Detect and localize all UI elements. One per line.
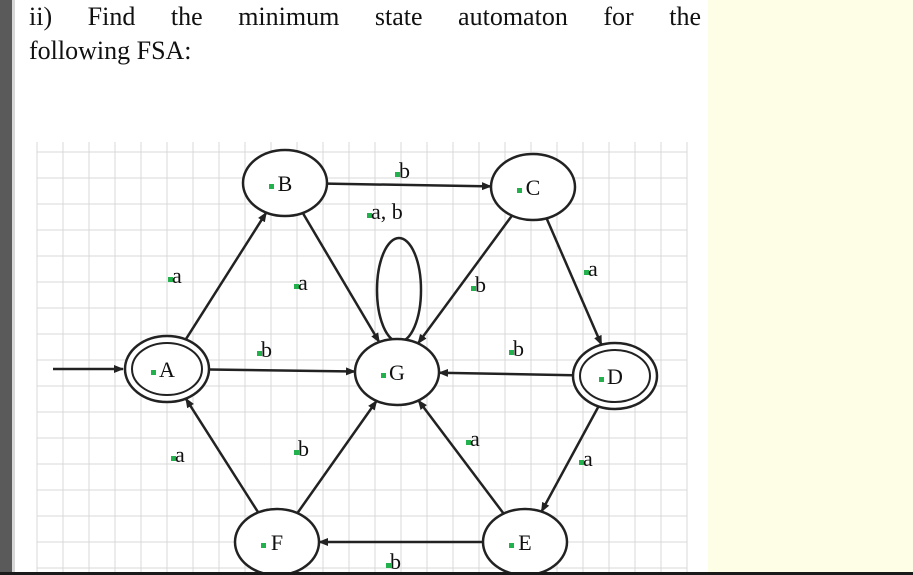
state-label-marker: [261, 543, 266, 548]
state-label-marker: [509, 543, 514, 548]
state-label: G: [389, 360, 405, 385]
edge-label-f-g: b: [298, 436, 309, 461]
edge-label-marker: [466, 440, 471, 445]
edge-label-b-g: a: [298, 270, 308, 295]
fsa-diagram: A B C D E F G a b b a a b b a b a a b a, b: [36, 142, 688, 572]
window-left-bar-edge: [12, 0, 15, 575]
edge-label-marker: [294, 284, 299, 289]
edge-label-marker: [579, 460, 584, 465]
question-line-2: following FSA:: [29, 36, 192, 65]
edge-c-g: [416, 214, 514, 345]
document-page: ii) Find the minimum state automaton for…: [15, 0, 708, 572]
edge-label-d-g: b: [513, 336, 524, 361]
state-label-marker: [269, 184, 274, 189]
accepting-ring: [131, 342, 203, 396]
state-label-marker: [517, 188, 522, 193]
edge-label-marker: [367, 213, 372, 218]
edge-label-marker: [257, 351, 262, 356]
state-b: B: [241, 148, 329, 218]
edge-label-e-f: b: [390, 549, 401, 572]
edge-label-marker: [509, 350, 514, 355]
state-circle: [233, 507, 321, 572]
edge-label-marker: [294, 450, 299, 455]
edge-label-marker: [471, 286, 476, 291]
edge-label-marker: [584, 270, 589, 275]
state-label: A: [159, 357, 175, 382]
edge-a-g: [208, 367, 357, 376]
state-a: A: [123, 334, 211, 404]
state-label-marker: [381, 373, 386, 378]
edge-label-e-g: a: [470, 426, 480, 451]
state-circle: [123, 334, 211, 404]
edge-label-marker: [168, 277, 173, 282]
edge-label-a-b: a: [172, 263, 182, 288]
edge-label-marker: [395, 172, 400, 177]
edge-label-d-e: a: [583, 446, 593, 471]
state-label: D: [607, 364, 623, 389]
edge-f-a: [184, 397, 260, 514]
accepting-ring: [579, 349, 651, 403]
edge-label-a-g: b: [261, 337, 272, 362]
state-nodes: A B C D E F G: [123, 148, 659, 572]
state-e: E: [481, 507, 569, 572]
state-d: D: [571, 341, 659, 411]
state-circle: [481, 507, 569, 572]
edge-label-c-d: a: [588, 256, 598, 281]
edge-f-g: [296, 400, 378, 514]
state-circle: [241, 148, 329, 218]
edge-label-marker: [171, 456, 176, 461]
edge-c-d: [545, 217, 603, 346]
edge-b-c: [326, 182, 493, 191]
edge-label-b-c: b: [399, 158, 410, 183]
question-text: ii) Find the minimum state automaton for…: [29, 0, 701, 68]
edge-e-g: [417, 399, 505, 515]
state-label: C: [526, 175, 541, 200]
state-f: F: [233, 507, 321, 572]
transition-labels: a b b a a b b a b a a b a, b: [168, 158, 598, 572]
side-panel: [708, 0, 913, 572]
edge-b-g: [301, 212, 381, 343]
edge-a-b: [184, 211, 268, 341]
edge-label-c-g: b: [475, 272, 486, 297]
self-loop-g: [375, 236, 423, 344]
transition-edges: [53, 182, 603, 546]
state-circle: [353, 337, 441, 407]
edge-d-g: [437, 368, 574, 377]
window-bottom-bar: [0, 572, 913, 575]
state-label: B: [278, 171, 293, 196]
state-label: F: [271, 530, 283, 555]
edge-d-e: [540, 405, 600, 513]
edge-label-g-g: a, b: [371, 199, 403, 224]
edge-label-marker: [386, 563, 391, 568]
edge-label-f-a: a: [175, 442, 185, 467]
state-g: G: [353, 337, 441, 407]
question-line-1: ii) Find the minimum state automaton for…: [29, 2, 701, 31]
state-label: E: [518, 530, 531, 555]
state-label-marker: [599, 377, 604, 382]
state-c: C: [489, 152, 577, 222]
state-label-marker: [151, 370, 156, 375]
window-left-bar: [0, 0, 12, 575]
state-circle: [571, 341, 659, 411]
state-circle: [489, 152, 577, 222]
